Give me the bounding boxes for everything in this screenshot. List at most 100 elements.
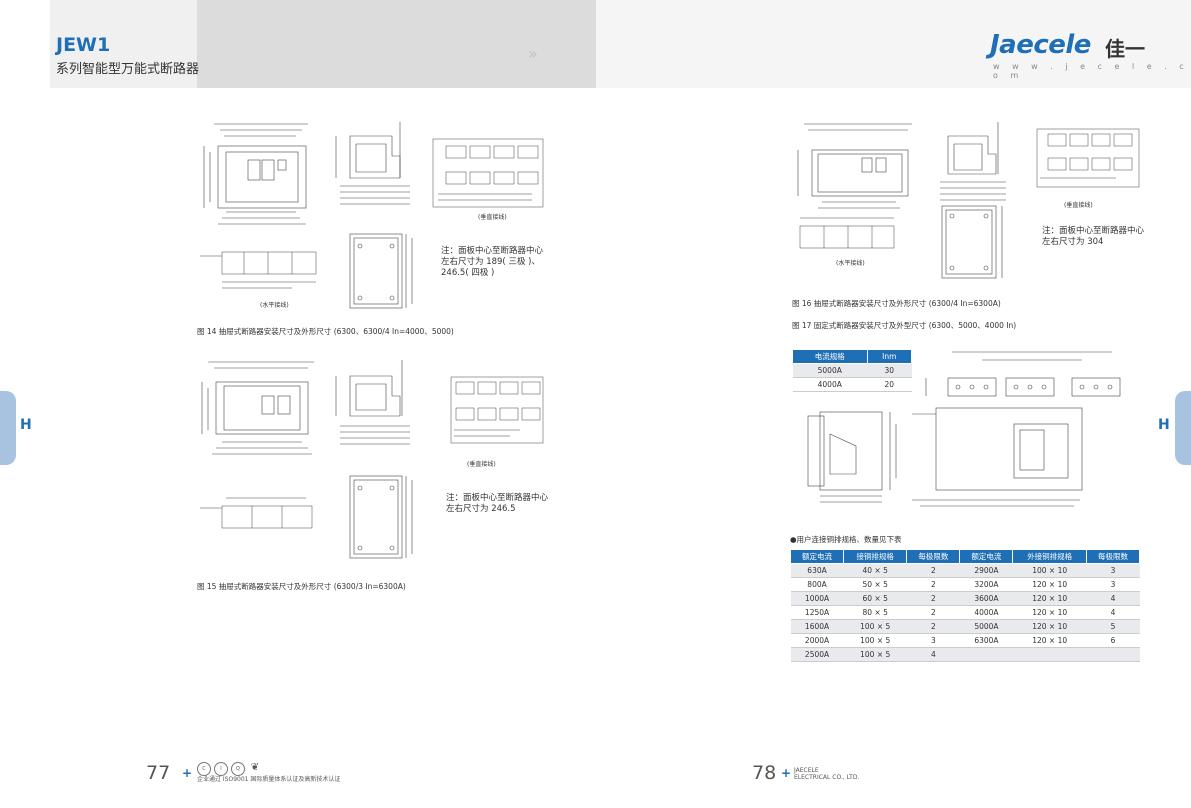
table-header: 额定电流 bbox=[789, 549, 845, 564]
fig14-mounting-plate-drawing bbox=[330, 224, 416, 316]
fig14-note: 注：面板中心至断路器中心左右尺寸为 189( 三极 )、246.5( 四极 ) bbox=[441, 246, 544, 278]
table-cell: 2900A bbox=[959, 563, 1013, 578]
fig16-vertical-terminal-drawing bbox=[1036, 128, 1140, 188]
table-cell: 120 × 10 bbox=[1012, 577, 1087, 592]
company-name-line1: JAECELE bbox=[794, 767, 819, 774]
table-cell: 2 bbox=[906, 619, 960, 634]
table-row: 4000A 20 bbox=[792, 377, 912, 392]
table-header: Inm bbox=[866, 349, 913, 364]
fig17-front-view-drawing bbox=[908, 404, 1084, 512]
inm-spec-table: 电流规格 Inm 5000A 30 4000A 20 bbox=[792, 349, 913, 392]
table-cell: 6 bbox=[1086, 633, 1140, 648]
fig15-side-view-drawing bbox=[330, 354, 416, 452]
fig16-vertical-label: (垂直接线) bbox=[1064, 202, 1093, 209]
fig14-vertical-terminal-drawing bbox=[432, 138, 544, 208]
left-page-number: 77 bbox=[146, 762, 171, 784]
table-cell: 4 bbox=[1086, 605, 1140, 620]
table-cell: 100 × 5 bbox=[843, 647, 907, 662]
table-header: 每极限数 bbox=[1085, 549, 1141, 564]
table-cell: 50 × 5 bbox=[843, 577, 907, 592]
left-plus-mark: + bbox=[182, 766, 193, 780]
table-cell: 4000A bbox=[959, 605, 1013, 620]
table-cell: 30 bbox=[867, 363, 912, 378]
fig17-caption: 图 17 固定式断路器安装尺寸及外型尺寸 (6300、5000、4000 In) bbox=[792, 321, 1017, 330]
table-cell: 60 × 5 bbox=[843, 591, 907, 606]
right-plus-mark: + bbox=[781, 766, 792, 780]
fig14-horizontal-label: (水平接线) bbox=[260, 302, 289, 309]
table-cell: 5000A bbox=[792, 363, 868, 378]
brand-logo: Jaecele bbox=[990, 30, 1091, 60]
table-cell: 120 × 10 bbox=[1012, 619, 1087, 634]
fig15-note: 注：面板中心至断路器中心左右尺寸为 246.5 bbox=[446, 493, 549, 514]
section-tab-right bbox=[1175, 391, 1191, 465]
series-title: JEW1 bbox=[56, 34, 111, 56]
table-cell: 1000A bbox=[790, 591, 844, 606]
table-cell: 120 × 10 bbox=[1012, 591, 1087, 606]
right-header-band bbox=[596, 0, 1191, 88]
table-header: 额定电流 bbox=[959, 549, 1014, 564]
brand-logo-cn: 佳一 bbox=[1105, 37, 1145, 61]
table-cell: 5 bbox=[1086, 619, 1140, 634]
fig14-front-view-drawing bbox=[196, 116, 326, 228]
table-cell: 2500A bbox=[790, 647, 844, 662]
fig15-caption: 图 15 抽屉式断路器安装尺寸及外形尺寸 (6300/3 In=6300A) bbox=[197, 582, 406, 591]
section-tab-left-letter: H bbox=[20, 417, 32, 433]
table-cell: 3600A bbox=[959, 591, 1013, 606]
table-cell: 4000A bbox=[792, 377, 868, 392]
table-cell: 3 bbox=[1086, 563, 1140, 578]
fig16-mounting-plate-drawing bbox=[928, 196, 1012, 286]
left-header-band bbox=[0, 0, 596, 88]
table-header: 电流规格 bbox=[792, 349, 868, 364]
table-cell: 2 bbox=[906, 605, 960, 620]
fig16-horizontal-terminal-drawing bbox=[796, 214, 898, 260]
table-cell bbox=[959, 647, 1013, 662]
table-cell: 120 × 10 bbox=[1012, 633, 1087, 648]
table-cell: 5000A bbox=[959, 619, 1013, 634]
company-name-line2: ELECTRICAL CO., LTD. bbox=[794, 774, 860, 781]
table-cell: 4 bbox=[1086, 591, 1140, 606]
left-cert-text: 企业通过 ISO9001 国际质量体系认证及高新技术认证 bbox=[197, 776, 341, 783]
fig17-side-view-drawing bbox=[790, 404, 902, 510]
chevron-right-icon: » bbox=[528, 44, 538, 63]
fig14-vertical-label: (垂直接线) bbox=[478, 214, 507, 221]
fig16-front-view-drawing bbox=[792, 118, 916, 214]
fig16-note: 注：面板中心至断路器中心左右尺寸为 304 bbox=[1042, 226, 1145, 247]
fig16-horizontal-label: (水平接线) bbox=[836, 260, 865, 267]
table-cell: 100 × 5 bbox=[843, 633, 907, 648]
table-cell: 2 bbox=[906, 591, 960, 606]
table-header: 外接铜排规格 bbox=[1012, 549, 1087, 564]
table-cell: 6300A bbox=[959, 633, 1013, 648]
table-cell: 3 bbox=[1086, 577, 1140, 592]
table-cell: 2000A bbox=[790, 633, 844, 648]
table-cell: 80 × 5 bbox=[843, 605, 907, 620]
table-cell bbox=[1086, 647, 1140, 662]
fig15-mounting-plate-drawing bbox=[330, 464, 416, 568]
table-header: 接铜排规格 bbox=[843, 549, 908, 564]
table-cell: 3 bbox=[906, 633, 960, 648]
fig17-top-view-drawing bbox=[922, 346, 1140, 398]
table-cell: 800A bbox=[790, 577, 844, 592]
fig15-horizontal-terminal-drawing bbox=[196, 490, 320, 536]
table-cell bbox=[1012, 647, 1087, 662]
fig15-front-view-drawing bbox=[196, 354, 326, 458]
table-cell: 1250A bbox=[790, 605, 844, 620]
busbar-table-title: ●用户连接铜排规格、数量见下表 bbox=[790, 535, 902, 544]
fig14-side-view-drawing bbox=[330, 116, 416, 208]
cert-iso-icon: I bbox=[214, 762, 228, 776]
table-cell: 120 × 10 bbox=[1012, 605, 1087, 620]
fig15-vertical-terminal-drawing bbox=[450, 376, 544, 444]
table-cell: 630A bbox=[790, 563, 844, 578]
table-cell: 100 × 10 bbox=[1012, 563, 1087, 578]
cert-ccc-icon: C bbox=[197, 762, 211, 776]
series-subtitle: 系列智能型万能式断路器 bbox=[56, 62, 200, 77]
fig14-horizontal-terminal-drawing bbox=[196, 238, 318, 294]
cert-leaf-icon: ❦ bbox=[250, 762, 260, 773]
brand-website: w w w . j e c e l e . c o m bbox=[993, 62, 1189, 80]
cert-iso2-icon: Q bbox=[231, 762, 245, 776]
